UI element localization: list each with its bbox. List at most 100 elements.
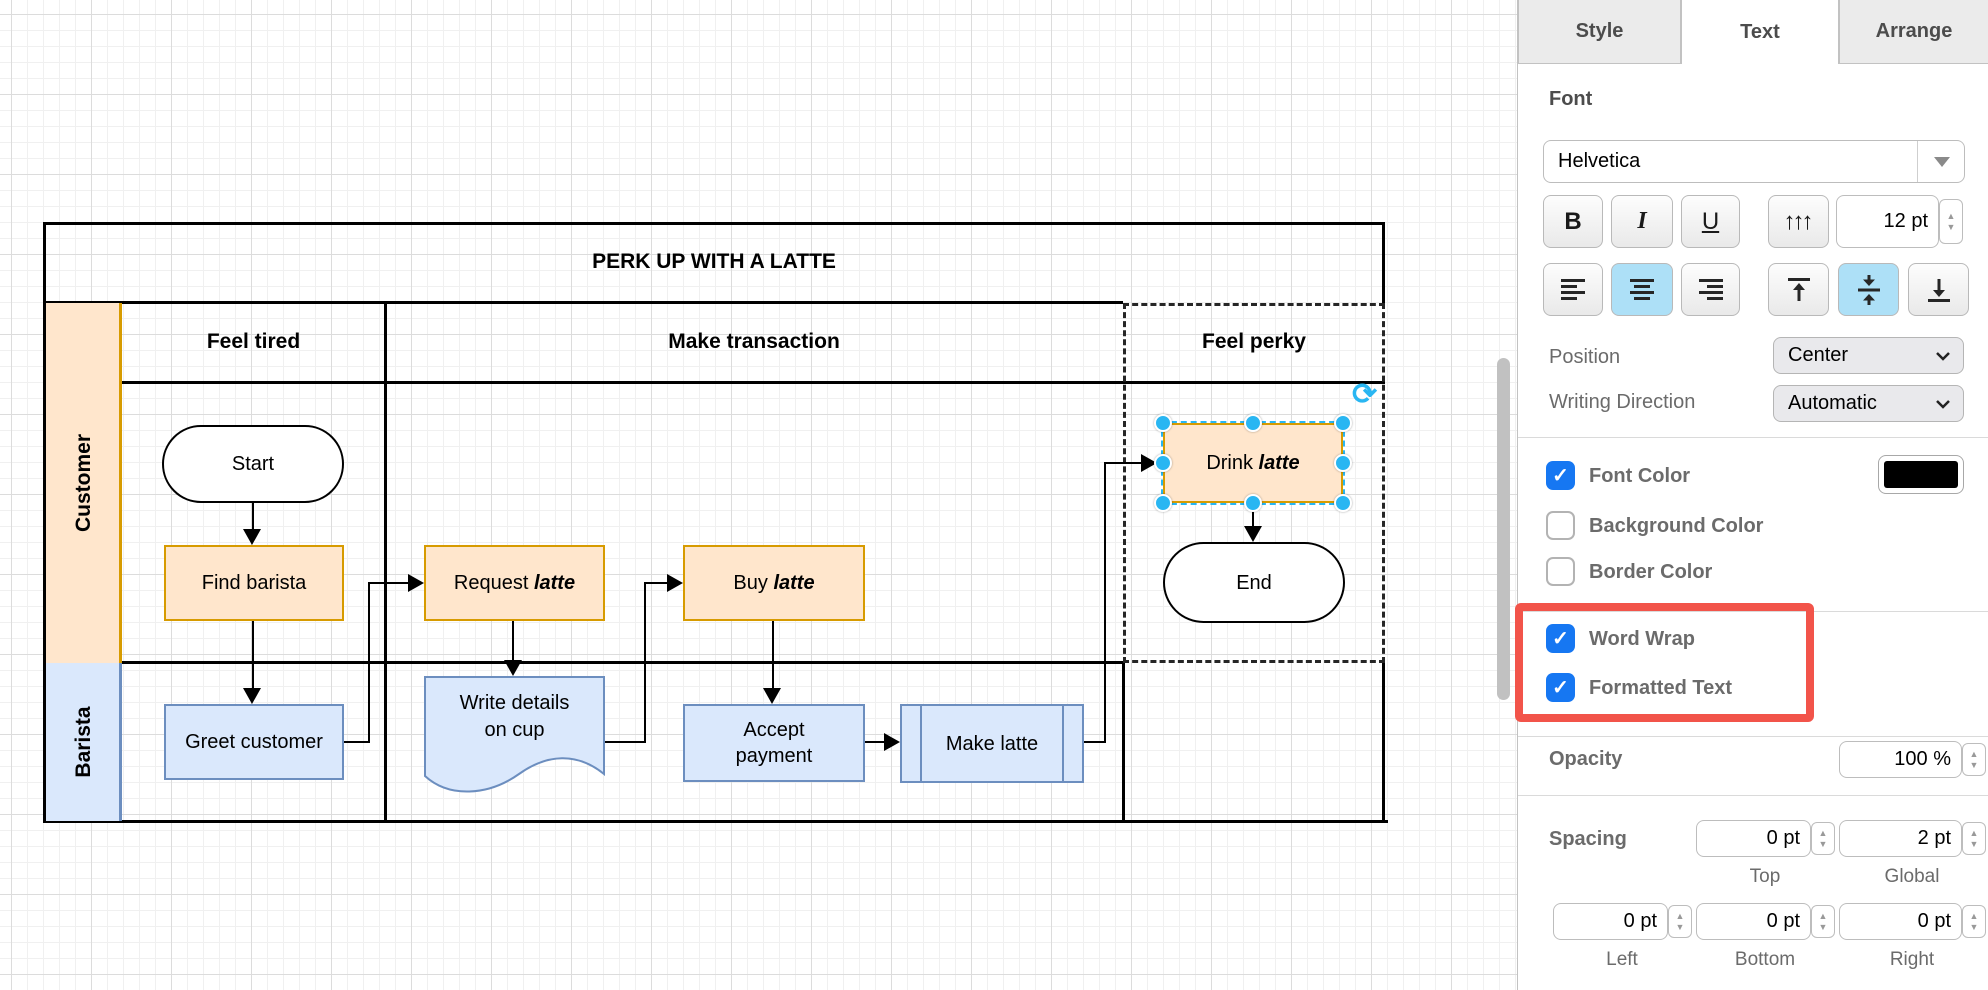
- request-latte-node[interactable]: Request latte: [424, 545, 605, 621]
- pool-border-top: [43, 222, 1385, 225]
- rotate-handle-icon[interactable]: ⟳: [1352, 378, 1378, 411]
- selection-handle-n[interactable]: [1244, 414, 1262, 432]
- background-color-checkbox[interactable]: [1546, 511, 1575, 540]
- opacity-stepper[interactable]: ▲▼: [1962, 743, 1986, 776]
- valign-bottom-icon: [1927, 278, 1950, 302]
- connector-make-drink-v[interactable]: [1104, 463, 1106, 743]
- buy-latte-node[interactable]: Buy latte: [683, 545, 865, 621]
- writing-direction-select[interactable]: Automatic: [1773, 385, 1964, 422]
- customer-lane-strip[interactable]: [46, 303, 122, 663]
- connector-start-find[interactable]: [252, 503, 254, 531]
- feel-perky-highlight: [1123, 303, 1385, 663]
- underline-button[interactable]: U: [1681, 195, 1740, 248]
- opacity-input[interactable]: 100 %: [1839, 741, 1962, 778]
- canvas-scrollbar[interactable]: [1497, 358, 1510, 700]
- spacing-right-input[interactable]: 0 pt: [1839, 903, 1962, 940]
- valign-middle-button[interactable]: [1838, 263, 1899, 316]
- barista-lane-strip[interactable]: [46, 663, 122, 821]
- selection-handle-s[interactable]: [1244, 494, 1262, 512]
- connector-find-greet[interactable]: [252, 621, 254, 690]
- position-select[interactable]: Center: [1773, 337, 1964, 374]
- font-size-stepper[interactable]: ▲ ▼: [1939, 199, 1963, 244]
- spacing-heading: Spacing: [1549, 828, 1627, 850]
- vertical-text-button[interactable]: ↑↑↑: [1768, 195, 1829, 248]
- connector-greet-request-v[interactable]: [368, 583, 370, 743]
- bold-button[interactable]: B: [1543, 195, 1603, 248]
- phase-header-feel-tired[interactable]: Feel tired: [206, 330, 301, 353]
- valign-middle-icon: [1857, 274, 1880, 305]
- section-divider: [1518, 437, 1988, 438]
- end-node[interactable]: End: [1163, 542, 1345, 623]
- phase-divider-1: [384, 303, 387, 822]
- tab-text[interactable]: Text: [1681, 0, 1839, 64]
- selection-handle-e[interactable]: [1334, 454, 1352, 472]
- border-color-checkbox[interactable]: [1546, 557, 1575, 586]
- connector-make-drink-h1[interactable]: [1084, 741, 1106, 743]
- align-center-button[interactable]: [1611, 263, 1673, 316]
- connector-make-drink-h2[interactable]: [1104, 462, 1143, 464]
- selection-handle-ne[interactable]: [1334, 414, 1352, 432]
- background-color-label: Background Color: [1589, 515, 1764, 537]
- start-node[interactable]: Start: [162, 425, 344, 503]
- italic-button[interactable]: I: [1611, 195, 1673, 248]
- arrowhead-start-find: [243, 529, 261, 545]
- valign-bottom-button[interactable]: [1908, 263, 1969, 316]
- connector-greet-request-h1[interactable]: [344, 741, 370, 743]
- spacing-bottom-stepper[interactable]: ▲▼: [1811, 905, 1835, 938]
- connector-write-buy-h1[interactable]: [605, 741, 646, 743]
- selection-handle-nw[interactable]: [1154, 414, 1172, 432]
- stepper-up-icon[interactable]: ▲: [1946, 210, 1956, 221]
- pool-border-bottom: [43, 820, 1388, 823]
- font-color-swatch[interactable]: [1878, 455, 1964, 494]
- stepper-down-icon[interactable]: ▼: [1946, 221, 1956, 232]
- spacing-left-input[interactable]: 0 pt: [1553, 903, 1668, 940]
- align-right-button[interactable]: [1681, 263, 1740, 316]
- font-size-input[interactable]: 12 pt: [1836, 195, 1939, 248]
- connector-request-write[interactable]: [512, 621, 514, 662]
- pool-border-right-lower: [1382, 663, 1385, 823]
- spacing-top-input[interactable]: 0 pt: [1696, 820, 1811, 857]
- phase-header-divider: [122, 381, 1385, 384]
- font-family-select[interactable]: Helvetica: [1543, 140, 1965, 183]
- spacing-global-input[interactable]: 2 pt: [1839, 820, 1962, 857]
- selection-handle-sw[interactable]: [1154, 494, 1172, 512]
- word-wrap-checkbox[interactable]: ✓: [1546, 624, 1575, 653]
- accept-payment-node[interactable]: Accept payment: [683, 704, 865, 782]
- selection-handle-se[interactable]: [1334, 494, 1352, 512]
- combo-divider: [1917, 141, 1918, 182]
- arrowhead-greet-request: [408, 574, 424, 592]
- spacing-left-stepper[interactable]: ▲▼: [1668, 905, 1692, 938]
- make-latte-node[interactable]: Make latte: [900, 704, 1084, 783]
- write-details-node[interactable]: Write details on cup: [424, 676, 605, 803]
- tab-arrange[interactable]: Arrange: [1839, 0, 1988, 64]
- connector-greet-request-h2[interactable]: [368, 582, 410, 584]
- greet-customer-node[interactable]: Greet customer: [164, 704, 344, 780]
- spacing-bottom-input[interactable]: 0 pt: [1696, 903, 1811, 940]
- subprocess-line-left: [920, 706, 922, 781]
- font-family-value: Helvetica: [1558, 150, 1641, 172]
- align-left-button[interactable]: [1543, 263, 1603, 316]
- phase-header-feel-perky[interactable]: Feel perky: [1202, 330, 1306, 353]
- position-label: Position: [1549, 346, 1621, 368]
- spacing-top-stepper[interactable]: ▲▼: [1811, 822, 1835, 855]
- phase-header-make-transaction[interactable]: Make transaction: [668, 330, 840, 353]
- valign-top-button[interactable]: [1768, 263, 1829, 316]
- section-divider: [1518, 795, 1988, 796]
- font-color-checkbox[interactable]: ✓: [1546, 461, 1575, 490]
- connector-accept-make[interactable]: [865, 741, 886, 743]
- find-barista-node[interactable]: Find barista: [164, 545, 344, 621]
- connector-buy-accept[interactable]: [772, 621, 774, 690]
- spacing-right-label: Right: [1889, 949, 1935, 970]
- connector-drink-end[interactable]: [1252, 505, 1254, 528]
- connector-write-buy-h2[interactable]: [644, 582, 669, 584]
- section-divider: [1518, 611, 1988, 612]
- document-shape: [424, 676, 605, 793]
- connector-write-buy-v[interactable]: [644, 583, 646, 743]
- pool-title[interactable]: PERK UP WITH A LATTE: [592, 250, 836, 273]
- tab-style[interactable]: Style: [1518, 0, 1681, 64]
- spacing-right-stepper[interactable]: ▲▼: [1962, 905, 1986, 938]
- chevron-down-icon: [1936, 351, 1950, 361]
- spacing-global-stepper[interactable]: ▲▼: [1962, 822, 1986, 855]
- selection-handle-w[interactable]: [1154, 454, 1172, 472]
- formatted-text-checkbox[interactable]: ✓: [1546, 673, 1575, 702]
